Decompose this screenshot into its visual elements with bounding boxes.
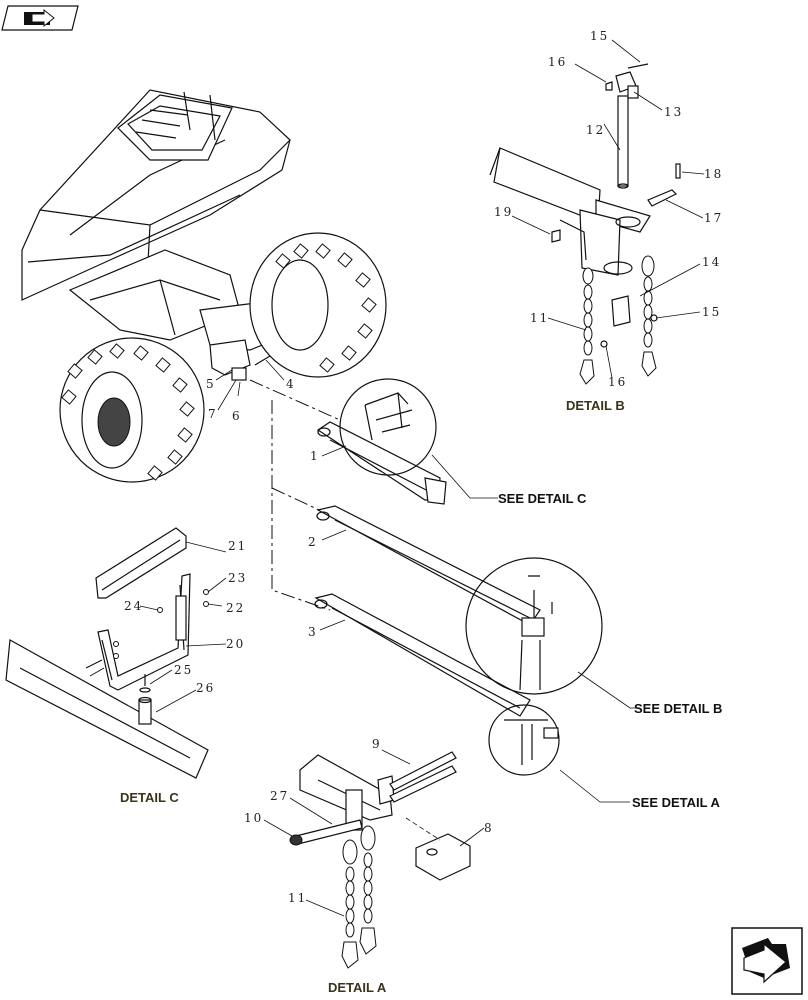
callout-11-detail-a: 11 — [288, 891, 307, 905]
detail-c-assembly — [5, 527, 209, 779]
detail-a-label: DETAIL A — [328, 980, 387, 995]
callout-19: 19 — [494, 205, 513, 219]
detail-b-assembly — [489, 63, 681, 385]
callout-16-top: 16 — [548, 55, 567, 69]
detail-c-magnifier — [339, 378, 437, 476]
callout-11-detail-b: 11 — [530, 311, 549, 325]
callout-4: 4 — [286, 377, 296, 391]
see-detail-c-link[interactable]: SEE DETAIL C — [498, 491, 587, 506]
callout-5: 5 — [206, 377, 216, 391]
detail-a-mini-parts — [504, 719, 559, 765]
callout-15-bottom: 15 — [702, 305, 721, 319]
drawbar-3 — [314, 593, 531, 717]
callout-25: 25 — [174, 663, 193, 677]
detail-a-magnifier — [488, 704, 560, 776]
callout-23: 23 — [228, 571, 247, 585]
callout-10: 10 — [244, 811, 263, 825]
drawbar-1 — [316, 421, 447, 505]
detail-b-mini-parts — [519, 575, 553, 691]
see-detail-a-link[interactable]: SEE DETAIL A — [632, 795, 720, 810]
callout-22: 22 — [226, 601, 245, 615]
callout-26: 26 — [196, 681, 215, 695]
next-page-arrow-icon[interactable] — [731, 927, 803, 995]
callout-24: 24 — [124, 599, 143, 613]
callout-numbers: 1 2 3 4 5 6 7 8 9 10 27 11 15 16 13 12 1… — [124, 29, 723, 905]
callout-14: 14 — [702, 255, 721, 269]
callout-3: 3 — [308, 625, 318, 639]
detail-b-label: DETAIL B — [566, 398, 625, 413]
callout-7: 7 — [208, 407, 218, 421]
callout-15-top: 15 — [590, 29, 609, 43]
book-arrow-icon[interactable] — [1, 5, 79, 31]
drawbar-2 — [316, 505, 541, 626]
callout-9: 9 — [372, 737, 382, 751]
callout-20: 20 — [226, 637, 245, 651]
callout-17: 17 — [704, 211, 723, 225]
see-detail-b-link[interactable]: SEE DETAIL B — [634, 701, 722, 716]
detail-c-label: DETAIL C — [120, 790, 179, 805]
tractor-illustration — [21, 89, 387, 483]
callout-16-bottom: 16 — [608, 375, 627, 389]
callout-21: 21 — [228, 539, 247, 553]
callout-2: 2 — [308, 535, 318, 549]
callout-18: 18 — [704, 167, 723, 181]
detail-a-assembly — [289, 751, 471, 969]
detail-b-magnifier — [465, 557, 603, 695]
centerline-1 — [249, 379, 341, 421]
callout-12: 12 — [586, 123, 605, 137]
callout-13: 13 — [664, 105, 683, 119]
callout-27: 27 — [270, 789, 289, 803]
callout-leaders — [139, 39, 705, 917]
callout-8: 8 — [484, 821, 494, 835]
callout-6: 6 — [232, 409, 242, 423]
callout-1: 1 — [310, 449, 320, 463]
detail-c-bracket-small — [364, 392, 413, 441]
centerline-2 — [271, 400, 331, 611]
